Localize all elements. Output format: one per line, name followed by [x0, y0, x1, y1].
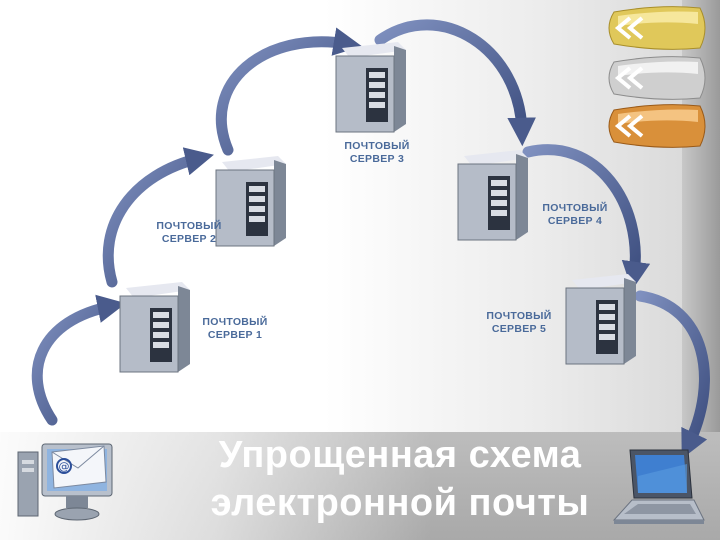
arrow-server5-to-laptop [634, 290, 710, 459]
server-1-label-line2: СЕРВЕР 1 [207, 329, 263, 341]
server-5-label-line2: СЕРВЕР 5 [491, 323, 547, 335]
server-icon [335, 42, 406, 133]
email-computer-icon: @ [17, 443, 113, 521]
slide-title-line1: Упрощенная схема [218, 434, 582, 476]
server-2-label: ПОЧТОВЫЙ СЕРВЕР 2 [134, 220, 244, 246]
server-4-label: ПОЧТОВЫЙ СЕРВЕР 4 [520, 202, 630, 228]
slide-title-line2: электронной почты [210, 482, 590, 524]
server-3-label: ПОЧТОВЫЙ СЕРВЕР 3 [322, 140, 432, 166]
server-1-label: ПОЧТОВЫЙ СЕРВЕР 1 [180, 316, 290, 342]
arrow-computer-to-server1 [31, 294, 127, 426]
nav-silver-icon[interactable] [600, 52, 710, 104]
server-4-label-line2: СЕРВЕР 4 [547, 215, 603, 227]
bottom-shade [0, 432, 720, 540]
nav-gold-icon[interactable] [600, 2, 710, 54]
server-icon [565, 274, 636, 365]
arrow-server2-to-server3 [215, 27, 363, 156]
server-icon [457, 150, 528, 241]
server-icon [119, 282, 190, 373]
server-icon [215, 156, 286, 247]
server-2-label-line1: ПОЧТОВЫЙ [156, 220, 222, 232]
server-4-label-line1: ПОЧТОВЫЙ [542, 202, 608, 214]
server-3-label-line1: ПОЧТОВЫЙ [344, 140, 410, 152]
laptop-icon [612, 449, 705, 524]
server-3-label-line2: СЕРВЕР 3 [349, 153, 405, 165]
server-5-label-line1: ПОЧТОВЫЙ [486, 310, 552, 322]
server-1-label-line1: ПОЧТОВЫЙ [202, 316, 268, 328]
server-5-label: ПОЧТОВЫЙ СЕРВЕР 5 [464, 310, 574, 336]
server-2-label-line2: СЕРВЕР 2 [161, 233, 217, 245]
svg-text:@: @ [59, 460, 70, 473]
arrow-server4-to-server5 [522, 144, 651, 291]
arrow-server3-to-server4 [374, 19, 536, 147]
nav-bronze-icon[interactable] [600, 100, 710, 152]
arrow-server1-to-server2 [102, 147, 214, 288]
